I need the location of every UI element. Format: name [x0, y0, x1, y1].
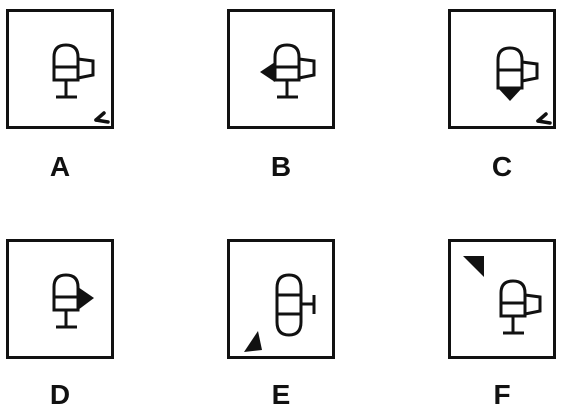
- option-e-label: E: [271, 379, 291, 410]
- option-b-panel[interactable]: [227, 9, 335, 129]
- right-triangle-icon: [78, 287, 94, 310]
- option-f-label: F: [493, 379, 511, 410]
- mug-icon: [52, 43, 95, 99]
- option-c-label: C: [491, 151, 513, 182]
- mug-icon: [496, 46, 539, 90]
- option-f-panel[interactable]: [448, 239, 556, 359]
- option-c-panel[interactable]: [448, 9, 556, 129]
- option-e-panel[interactable]: [227, 239, 335, 359]
- option-f-figure: [463, 256, 542, 335]
- mug-icon: [52, 273, 80, 329]
- option-b-figure: [260, 43, 316, 99]
- option-d-figure: [52, 273, 94, 329]
- mug-icon: [499, 279, 542, 335]
- option-b-label: B: [270, 151, 292, 182]
- option-a-panel[interactable]: [6, 9, 114, 129]
- bottom-triangle-icon: [498, 88, 522, 101]
- left-triangle-icon: [260, 62, 275, 82]
- option-a-figure: [52, 43, 110, 124]
- tick-icon: [94, 111, 110, 124]
- option-e-figure: [244, 273, 316, 352]
- tick-icon: [536, 112, 552, 125]
- top-left-triangle-icon: [463, 256, 484, 277]
- option-c-figure: [496, 46, 552, 125]
- option-a-label: A: [49, 151, 71, 182]
- corner-triangle-icon: [244, 331, 262, 352]
- mug-icon: [273, 43, 316, 99]
- option-d-label: D: [49, 379, 71, 410]
- option-d-panel[interactable]: [6, 239, 114, 359]
- capsule-icon: [275, 273, 316, 337]
